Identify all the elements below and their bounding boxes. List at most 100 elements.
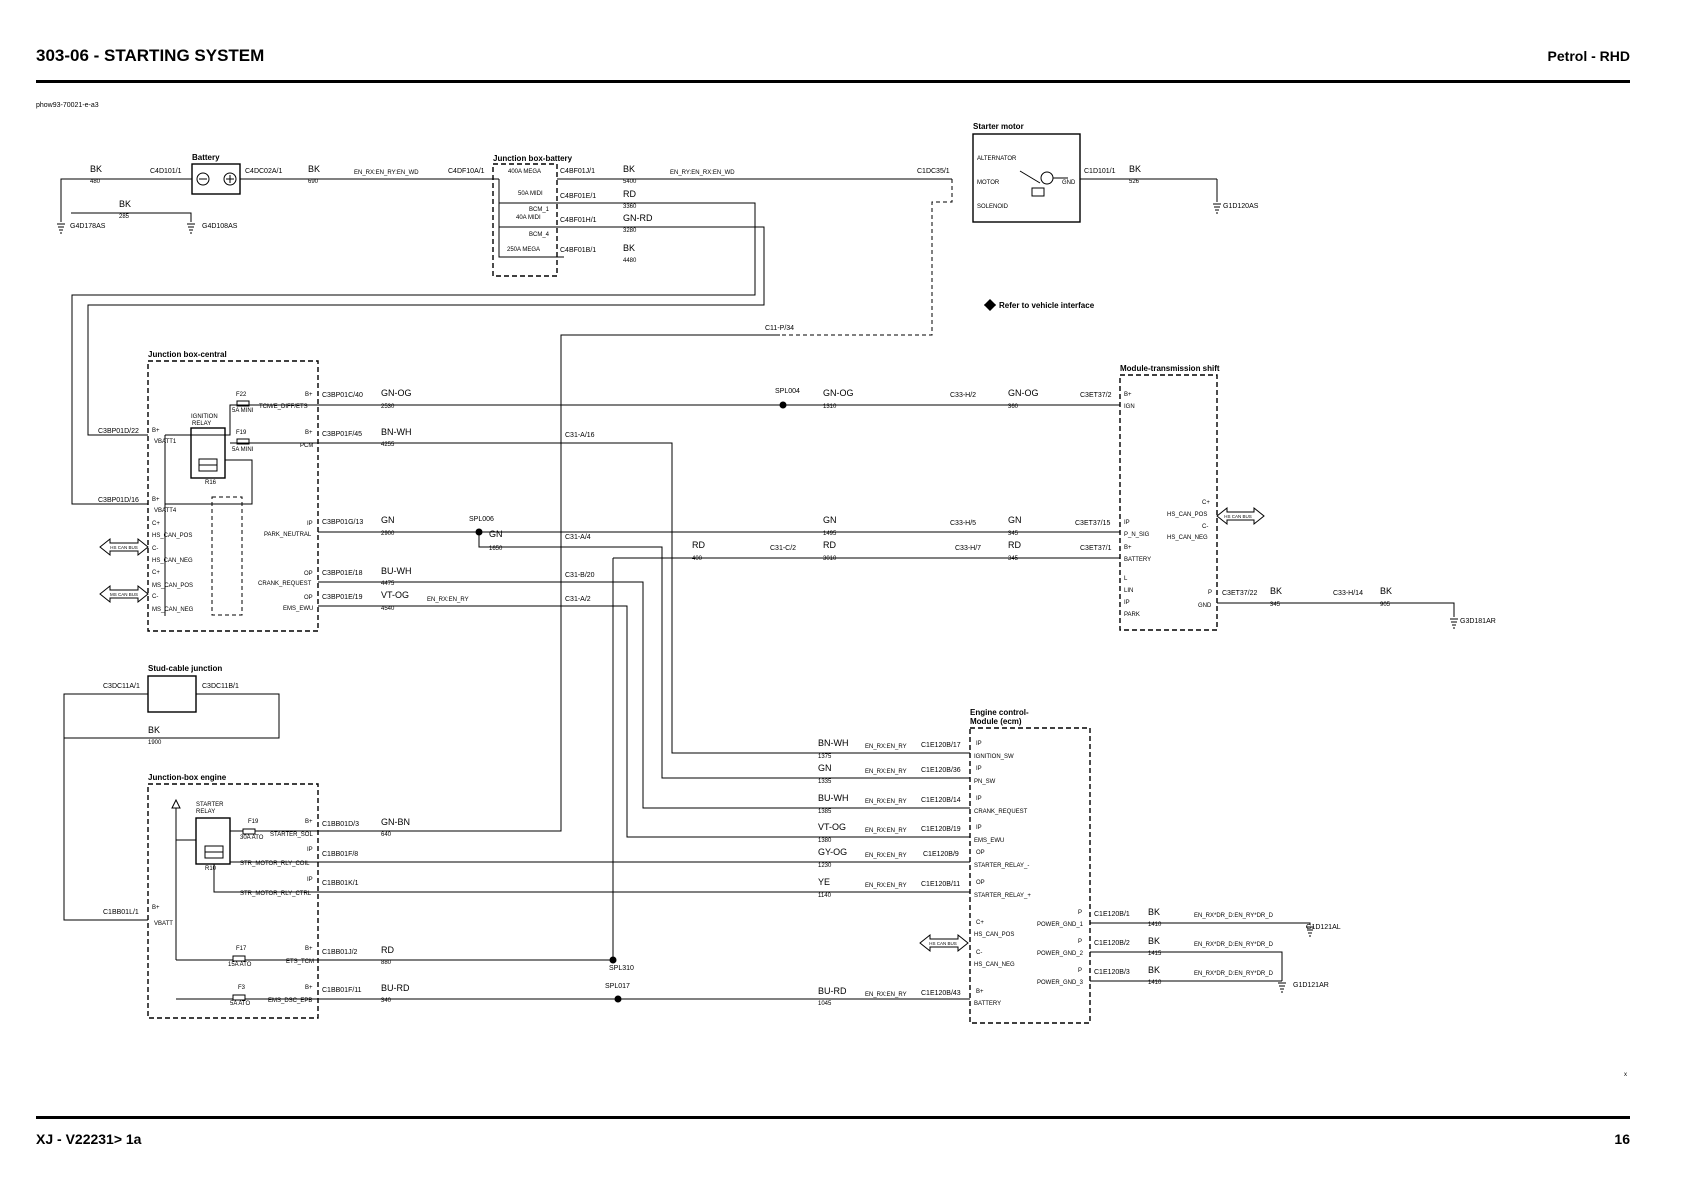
wire-label: C1E120B/36 [921, 767, 961, 774]
wire-label: IP [307, 521, 313, 527]
wire-label: B+ [305, 392, 313, 398]
wire-label: 345 [1270, 602, 1281, 608]
wire-label: C33-H/2 [950, 392, 976, 399]
wire-label: C1BB01L/1 [103, 909, 139, 916]
stud-title: Stud-cable junction [148, 664, 222, 673]
splice-spl310 [609, 956, 617, 964]
wire-label: 1375 [818, 754, 832, 760]
wire-label: RELAY [196, 809, 215, 815]
wire-label: B+ [152, 428, 160, 434]
wire-label: F17 [236, 946, 247, 952]
wire-label: C4D101/1 [150, 168, 182, 175]
wire-label: SPL006 [469, 516, 494, 523]
wire-label: SPL017 [605, 983, 630, 990]
wire-label: BU-WH [381, 566, 412, 576]
wire-label: 1900 [148, 740, 162, 746]
wire-label: C3BP01C/40 [322, 392, 363, 399]
jb-central-title: Junction box-central [148, 350, 227, 359]
wire-label: C33-H/7 [955, 545, 981, 552]
wire-label: BK [90, 164, 102, 174]
wire-label: STARTER_RELAY_- [974, 863, 1029, 869]
wire-label: C4BF01B/1 [560, 247, 596, 254]
wire-label: C1E120B/43 [921, 990, 961, 997]
wire-label: C1BB01D/3 [322, 821, 359, 828]
wire-label: RD [692, 540, 705, 550]
wire-label: ETS_TCM [286, 959, 314, 965]
wire-label: EN_RX:EN_RY [427, 597, 469, 603]
wire-label: GN [818, 763, 832, 773]
wire-label: B+ [305, 946, 313, 952]
wire-label: C4BF01E/1 [560, 193, 596, 200]
wire-label: GN-BN [381, 817, 410, 827]
wire-label: C3BP01F/45 [322, 431, 362, 438]
wire-label: G1D120AS [1223, 203, 1259, 210]
wire-label: STARTER_RELAY_+ [974, 893, 1031, 899]
wire-label: GN-OG [823, 388, 854, 398]
wire-label: BATTERY [974, 1001, 1001, 1007]
wire-label: EN_RX:EN_RY [865, 992, 907, 998]
wire-label: 1650 [489, 546, 503, 552]
wire-label: BCM_4 [529, 232, 550, 238]
wire-label: 1495 [823, 531, 837, 537]
wire-label: RD [623, 189, 636, 199]
wire-label: STR_MOTOR_RLY_COIL [240, 861, 310, 867]
wire-label: IP [307, 877, 313, 883]
wire-label: 1230 [818, 863, 832, 869]
hs-can-bus-arrow-icon [99, 537, 149, 557]
ground-g1d121al-icon [1306, 926, 1314, 937]
wire-label: G1D121AL [1306, 924, 1341, 931]
engine-control-module: Engine control- Module (ecm) [969, 708, 1091, 1024]
wire-label: SPL004 [775, 388, 800, 395]
wire-label: EMS_EWU [974, 838, 1004, 844]
wire-label: EMS_DSC_EPB [268, 998, 312, 1004]
wire-label: IP [976, 766, 982, 772]
wire-label: C+ [976, 920, 984, 926]
wire-label: BK [148, 725, 160, 735]
wire-label: 3010 [823, 556, 837, 562]
wire-label: F22 [236, 392, 247, 398]
wire-label: C1BB01J/2 [322, 949, 358, 956]
wire-label: C1E120B/11 [921, 881, 960, 888]
wire-label: BK [623, 164, 635, 174]
wire-label: 905 [1380, 602, 1391, 608]
can-bus-arrows [99, 506, 1265, 953]
wire-label: OP [304, 571, 313, 577]
wire-label: BK [1129, 164, 1141, 174]
wire-label: RD [1008, 540, 1021, 550]
ground-g3d181ar-icon [1450, 618, 1458, 629]
wire-label: F19 [236, 430, 247, 436]
wire-label: P [1078, 968, 1082, 974]
wire-label: C3BP01E/18 [322, 570, 363, 577]
wire-label: 1415 [1148, 951, 1162, 957]
wire-label: HS_CAN_POS [1167, 512, 1207, 518]
wire-label: C3ET37/2 [1080, 392, 1112, 399]
wire-label: HS_CAN_POS [152, 533, 192, 539]
wire-label: EN_RX:EN_RY [865, 883, 907, 889]
wire-label: EN_RX:EN_RY [865, 744, 907, 750]
wire-label: C4DF10A/1 [448, 168, 485, 175]
wire-label: BK [1148, 936, 1160, 946]
wire-label: P [1078, 939, 1082, 945]
wire-label: BU-WH [818, 793, 849, 803]
wire-label: PARK_NEUTRAL [264, 532, 312, 538]
wire-label: 3280 [623, 228, 637, 234]
wire-label: EN_RY:EN_RX:EN_WD [670, 170, 735, 176]
starter-motor-title: Starter motor [973, 122, 1024, 131]
wire-label: C1E120B/2 [1094, 940, 1130, 947]
wire-label: 3360 [623, 204, 637, 210]
wire-label: GN-OG [381, 388, 412, 398]
junction-box-engine: Junction-box engine [147, 773, 319, 1019]
wire-label: 30A ATO [240, 835, 264, 841]
wire-label: 400A MEGA [508, 169, 541, 175]
wire-label: VBATT1 [154, 439, 177, 445]
wire-label: GN-RD [623, 213, 653, 223]
wire-label: BATTERY [1124, 557, 1151, 563]
wire-label: 2900 [381, 531, 395, 537]
wire-label: C3BP01G/13 [322, 519, 363, 526]
wire-label: IP [1124, 600, 1130, 606]
wire-label: GND [1062, 180, 1076, 186]
wire-label: G3D181AR [1460, 618, 1496, 625]
wire-label: C3ET37/22 [1222, 590, 1258, 597]
wire-label: 40A MIDI [516, 215, 541, 221]
